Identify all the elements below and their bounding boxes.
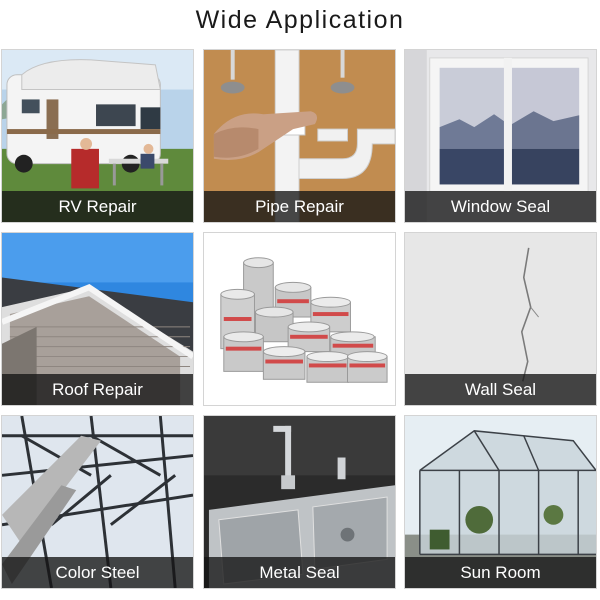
tile-color-steel: Color Steel (1, 415, 194, 589)
tile-caption: Sun Room (405, 557, 596, 588)
tile-caption: Window Seal (405, 191, 596, 222)
tile-pipe-repair: Pipe Repair (203, 49, 396, 223)
tape-rolls-image (204, 233, 395, 405)
tile-caption: Wall Seal (405, 374, 596, 405)
tile-product-tapes (203, 232, 396, 406)
page-title: Wide Application (195, 6, 405, 34)
rv-repair-image (2, 50, 193, 222)
tile-caption: RV Repair (2, 191, 193, 222)
tile-caption: Color Steel (2, 557, 193, 588)
tile-metal-seal: Metal Seal (203, 415, 396, 589)
tile-wall-seal: Wall Seal (404, 232, 597, 406)
tile-caption: Metal Seal (204, 557, 395, 588)
tile-rv-repair: RV Repair (1, 49, 194, 223)
tile-caption: Pipe Repair (204, 191, 395, 222)
tile-roof-repair: Roof Repair (1, 232, 194, 406)
tile-caption: Roof Repair (2, 374, 193, 405)
tile-window-seal: Window Seal (404, 49, 597, 223)
tile-sun-room: Sun Room (404, 415, 597, 589)
